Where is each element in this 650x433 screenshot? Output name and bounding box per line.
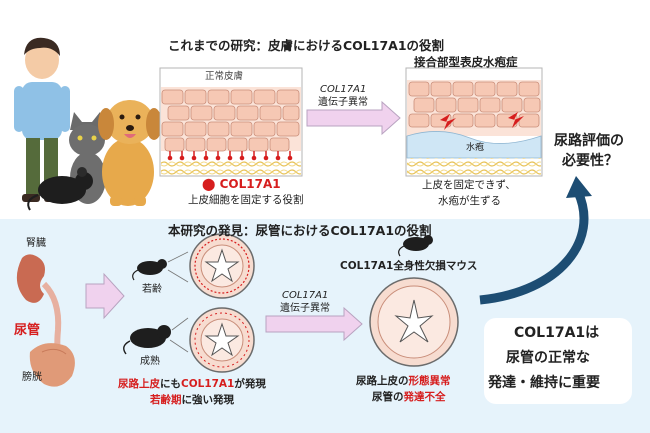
gene-abnormality-arrow-bottom <box>265 306 363 342</box>
curved-arrow <box>479 190 589 305</box>
organ-to-mouse-arrow <box>85 272 125 320</box>
ureter-section-adult <box>189 307 255 373</box>
gene-abnormality-text-bottom: 遺伝子異常 <box>280 303 330 314</box>
outcome-line1: 上皮を固定できず、 <box>422 179 516 191</box>
normal-skin-label: 正常皮膚 <box>205 71 244 82</box>
finding1-d: が発現 <box>234 378 266 390</box>
conclusion-line1: COL17A1は <box>514 325 600 341</box>
dog-illustration <box>98 100 162 206</box>
finding1-a: 尿路上皮 <box>118 378 160 390</box>
normal-skin-panel <box>159 67 303 177</box>
ureter-label: 尿管 <box>14 323 41 338</box>
finding2-a: 若齢期 <box>150 394 182 406</box>
protein-label: ⬤ COL17A1 <box>202 177 281 191</box>
knockout-mouse <box>398 235 433 257</box>
defect2-b: 発達不全 <box>403 391 446 403</box>
disease-label: 接合部型表皮水疱症 <box>414 55 518 69</box>
gene-abnormality-text-top: 遺伝子異常 <box>318 97 368 108</box>
defect1-b: 形態異常 <box>408 375 451 387</box>
gene-abnormality-italic-top: COL17A1 <box>320 84 367 95</box>
finding2-b: に強い発現 <box>181 394 235 406</box>
need-line1: 尿路評価の <box>554 133 624 149</box>
young-label: 若齢 <box>142 284 162 295</box>
need-line2: 必要性？ <box>562 153 618 169</box>
conclusion-line2: 尿管の正常な <box>506 350 590 366</box>
protein-role: 上皮細胞を固定する役割 <box>188 194 304 206</box>
bottom-title: 本研究の発見：尿管におけるCOL17A1の役割 <box>168 223 432 238</box>
bladder-label: 膀胱 <box>22 372 42 383</box>
young-mouse <box>132 251 189 283</box>
blister-skin-panel <box>405 67 543 177</box>
gene-abnormality-italic-bottom: COL17A1 <box>282 290 329 301</box>
black-mouse-illustration <box>27 167 93 211</box>
protein-label-text: COL17A1 <box>219 177 281 191</box>
blister-label: 水疱 <box>466 143 485 153</box>
defect1-a: 尿路上皮の <box>356 375 409 387</box>
defect-line2: 尿管の発達不全 <box>372 391 446 404</box>
adult-mouse <box>123 317 189 355</box>
top-title: これまでの研究：皮膚におけるCOL17A1の役割 <box>168 38 445 53</box>
finding-line1: 尿路上皮にもCOL17A1が発現 <box>118 378 266 391</box>
urinary-tract-illustration <box>16 254 75 387</box>
conclusion-box <box>484 318 632 404</box>
conclusion-line3: 発達・維持に重要 <box>488 375 600 391</box>
knockout-label: COL17A1全身性欠損マウス <box>340 260 478 272</box>
defect2-a: 尿管の <box>372 391 404 403</box>
gene-abnormality-arrow-top <box>306 100 401 136</box>
adult-label: 成熟 <box>140 356 160 367</box>
outcome-line2: 水疱が生ずる <box>438 195 501 207</box>
defect-line1: 尿路上皮の形態異常 <box>356 375 451 388</box>
finding1-c: COL17A1 <box>181 378 235 390</box>
finding1-b: にも <box>160 378 181 390</box>
ureter-section-knockout <box>369 277 459 367</box>
ureter-section-young <box>189 233 255 299</box>
finding-line2: 若齢期に強い発現 <box>150 394 235 407</box>
kidney-label: 腎臓 <box>26 238 46 249</box>
